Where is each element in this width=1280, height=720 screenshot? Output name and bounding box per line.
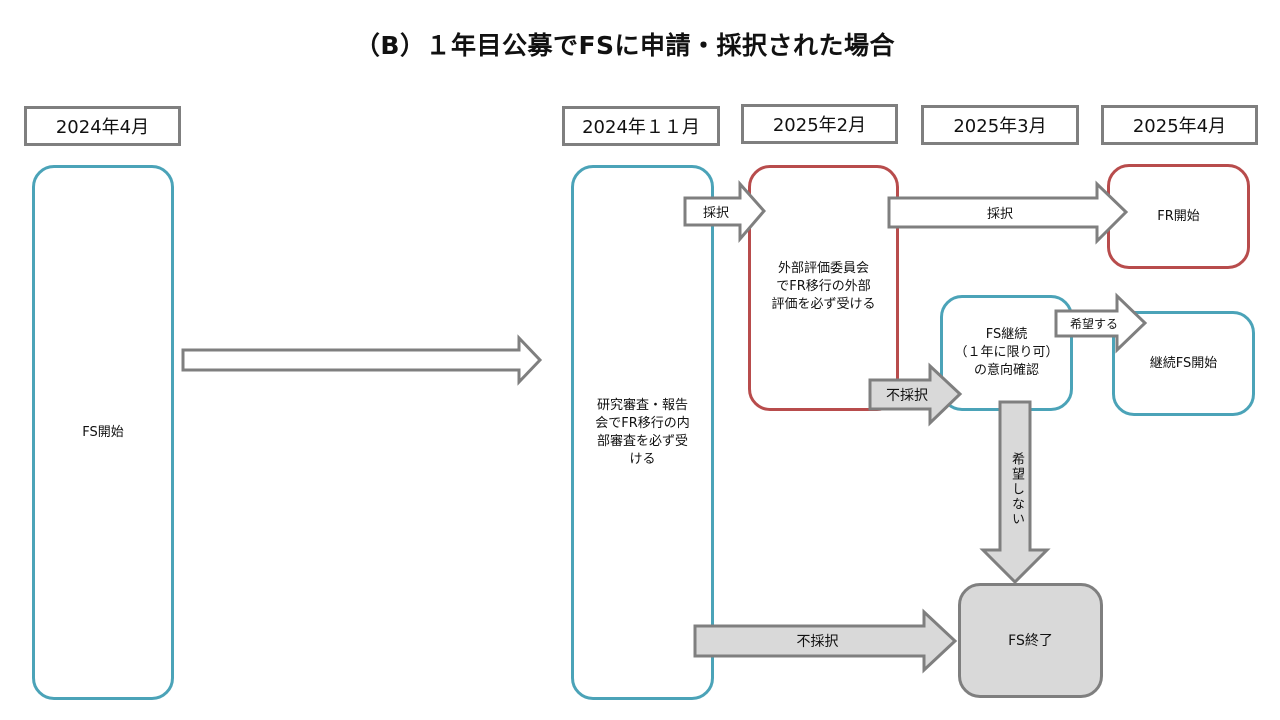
node-fr-start: FR開始 bbox=[1107, 164, 1250, 269]
date-label-2024-11: 2024年１１月 bbox=[562, 106, 720, 146]
arrow-rejected-1 bbox=[868, 362, 963, 427]
node-fs-continue-check: FS継続 （１年に限り可） の意向確認 bbox=[940, 295, 1073, 411]
arrow-rejected-2 bbox=[693, 608, 958, 674]
arrow-fs-to-review bbox=[181, 334, 543, 386]
arrow-rejected-2-label: 不採択 bbox=[796, 634, 839, 650]
arrow-adopted-2 bbox=[887, 180, 1129, 245]
node-internal-review-label: 研究審査・報告 会でFR移行の内 部審査を必ず受 ける bbox=[595, 397, 690, 467]
node-fs-start: FS開始 bbox=[32, 165, 174, 700]
node-fs-end-label: FS終了 bbox=[1008, 632, 1053, 649]
date-label-2025-04: 2025年4月 bbox=[1101, 105, 1258, 145]
date-label-2025-02: 2025年2月 bbox=[741, 104, 898, 144]
node-fs-continue-check-label: FS継続 （１年に限り可） の意向確認 bbox=[954, 327, 1059, 378]
page-title: （B）１年目公募でFSに申請・採択された場合 bbox=[354, 31, 896, 60]
node-fs-end: FS終了 bbox=[958, 583, 1103, 698]
arrow-adopted-1 bbox=[683, 180, 766, 244]
node-internal-review: 研究審査・報告 会でFR移行の内 部審査を必ず受 ける bbox=[571, 165, 714, 700]
node-continued-fs-start-label: 継続FS開始 bbox=[1149, 355, 1218, 371]
arrow-adopted-2-label: 採択 bbox=[986, 207, 1013, 222]
node-external-review: 外部評価委員会 でFR移行の外部 評価を必ず受ける bbox=[748, 165, 899, 411]
arrow-wish-yes-label: 希望する bbox=[1069, 317, 1118, 331]
arrow-wish-no bbox=[979, 400, 1051, 585]
arrow-rejected-1-label: 不採択 bbox=[886, 387, 928, 404]
node-fs-start-label: FS開始 bbox=[82, 424, 124, 440]
date-label-2024-04: 2024年4月 bbox=[24, 106, 181, 146]
arrow-adopted-1-label: 採択 bbox=[702, 206, 729, 221]
arrow-wish-no-label: 希望しない bbox=[1009, 452, 1024, 527]
node-fr-start-label: FR開始 bbox=[1157, 208, 1200, 224]
date-label-2025-03: 2025年3月 bbox=[921, 105, 1079, 145]
node-external-review-label: 外部評価委員会 でFR移行の外部 評価を必ず受ける bbox=[771, 261, 876, 312]
arrow-wish-yes bbox=[1054, 292, 1148, 354]
